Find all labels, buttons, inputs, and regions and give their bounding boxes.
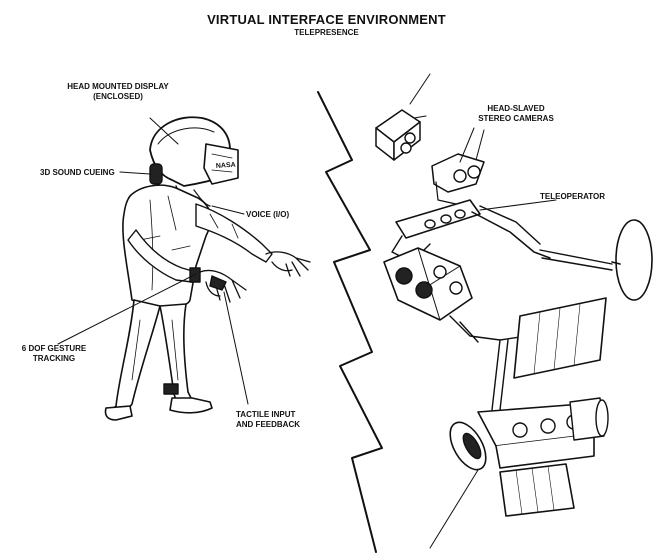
- operator-figure: [105, 117, 310, 420]
- helmet-text: NASA: [216, 162, 236, 170]
- label-tactile-line2: AND FEEDBACK: [236, 420, 300, 430]
- label-tactile: TACTILE INPUT AND FEEDBACK: [236, 410, 300, 430]
- stereo-camera-remote: [376, 74, 430, 160]
- zigzag-divider: [318, 92, 382, 552]
- label-gesture: 6 DOF GESTURE TRACKING: [6, 344, 102, 364]
- label-hmd: HEAD MOUNTED DISPLAY (ENCLOSED): [48, 82, 188, 102]
- label-tactile-line1: TACTILE INPUT: [236, 410, 300, 420]
- label-hmd-line1: HEAD MOUNTED DISPLAY: [48, 82, 188, 92]
- satellite-assembly: [430, 398, 608, 548]
- label-gesture-line2: TRACKING: [6, 354, 102, 364]
- teleoperator-robot: [384, 154, 652, 410]
- label-voice: VOICE (I/O): [246, 210, 289, 220]
- leader-sound: [120, 172, 150, 174]
- label-teleoperator: TELEOPERATOR: [540, 192, 605, 202]
- label-gesture-line1: 6 DOF GESTURE: [6, 344, 102, 354]
- label-sound: 3D SOUND CUEING: [40, 168, 115, 178]
- label-cameras-line1: HEAD-SLAVED: [468, 104, 564, 114]
- label-hmd-line2: (ENCLOSED): [48, 92, 188, 102]
- leader-tactile: [224, 292, 248, 404]
- shoe-text: PRO: [178, 402, 191, 408]
- label-cameras: HEAD-SLAVED STEREO CAMERAS: [468, 104, 564, 124]
- label-cameras-line2: STEREO CAMERAS: [468, 114, 564, 124]
